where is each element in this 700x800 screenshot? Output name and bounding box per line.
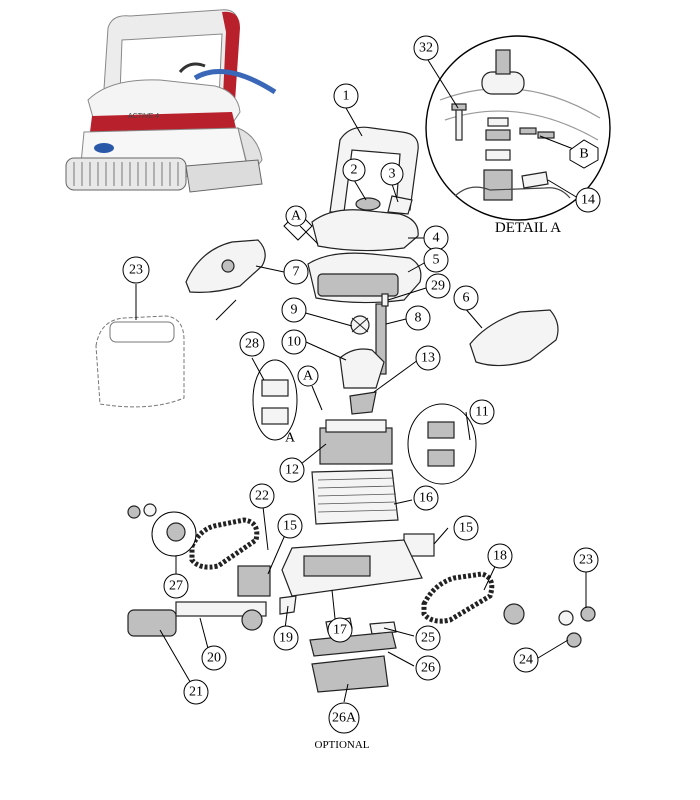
svg-text:1: 1: [343, 89, 350, 104]
svg-text:23: 23: [129, 263, 143, 278]
svg-text:4: 4: [433, 231, 440, 246]
callout-26a: 26A: [328, 702, 360, 734]
callout-20: 20: [201, 645, 227, 671]
plain-a-label: A: [285, 431, 296, 446]
a-markers: A A A: [283, 205, 323, 446]
svg-text:7: 7: [293, 265, 300, 280]
callout-25: 25: [415, 625, 441, 651]
callout-23a: 23: [122, 256, 150, 284]
callout-24: 24: [513, 647, 539, 673]
callout-11: 11: [469, 399, 495, 425]
svg-text:14: 14: [581, 193, 595, 208]
svg-text:9: 9: [291, 303, 298, 318]
svg-text:11: 11: [475, 405, 488, 420]
svg-text:8: 8: [415, 311, 422, 326]
callout-15b: 15: [453, 515, 479, 541]
svg-text:5: 5: [433, 253, 440, 268]
callout-6: 6: [453, 285, 479, 311]
callout-9: 9: [281, 297, 307, 323]
robot-product-image: ACTIVE 4: [65, 9, 277, 193]
svg-text:A: A: [303, 369, 314, 384]
callout-4: 4: [423, 225, 449, 251]
svg-text:3: 3: [389, 167, 396, 182]
callout-23b: 23: [573, 547, 599, 573]
svg-text:20: 20: [207, 651, 221, 666]
model-label: ACTIVE 4: [128, 113, 159, 120]
callout-29: 29: [425, 273, 451, 299]
callout-17: 17: [327, 617, 353, 643]
svg-text:10: 10: [287, 335, 301, 350]
callout-21: 21: [183, 679, 209, 705]
callout-8: 8: [405, 305, 431, 331]
callout-22: 22: [249, 483, 275, 509]
svg-text:15: 15: [283, 519, 297, 534]
callout-28: 28: [239, 331, 265, 357]
svg-text:22: 22: [255, 489, 269, 504]
svg-text:17: 17: [333, 623, 347, 638]
callout-12: 12: [279, 457, 305, 483]
svg-text:12: 12: [285, 463, 299, 478]
callout-19: 19: [273, 625, 299, 651]
callout-1: 1: [333, 83, 359, 109]
svg-text:21: 21: [189, 685, 203, 700]
svg-text:26A: 26A: [332, 711, 357, 726]
svg-text:13: 13: [421, 351, 435, 366]
callout-2: 2: [342, 158, 366, 182]
callout-15a: 15: [277, 513, 303, 539]
brand-badge: [94, 143, 114, 153]
svg-text:25: 25: [421, 631, 435, 646]
svg-text:19: 19: [279, 631, 293, 646]
svg-text:27: 27: [169, 579, 183, 594]
callout-14: 14: [575, 187, 601, 213]
callout-3: 3: [380, 162, 404, 186]
svg-text:15: 15: [459, 521, 473, 536]
callout-27: 27: [163, 573, 189, 599]
detail-a-view: B DETAIL A: [425, 35, 611, 236]
svg-text:26: 26: [421, 661, 435, 676]
callout-26: 26: [415, 655, 441, 681]
callout-5: 5: [423, 247, 449, 273]
svg-text:6: 6: [463, 291, 470, 306]
svg-text:2: 2: [351, 163, 358, 178]
svg-text:28: 28: [245, 337, 259, 352]
callout-16: 16: [413, 485, 439, 511]
leader-lines: [135, 107, 587, 703]
callout-a-lower: A: [297, 365, 323, 411]
svg-text:24: 24: [519, 653, 533, 668]
svg-text:29: 29: [431, 279, 445, 294]
svg-text:18: 18: [493, 549, 507, 564]
callout-10: 10: [281, 329, 307, 355]
optional-label: OPTIONAL: [315, 739, 370, 751]
svg-text:23: 23: [579, 553, 593, 568]
callout-13: 13: [415, 345, 441, 371]
detail-hex-marker: [569, 139, 599, 169]
detail-hex-label: B: [579, 147, 588, 162]
exploded-parts: [95, 126, 596, 693]
svg-text:A: A: [291, 209, 302, 224]
circle-callouts: 1 2 3 4 5 6 7 8 9 10 11 12 13 14 15 15 1…: [122, 35, 601, 734]
detail-title: DETAIL A: [495, 220, 561, 236]
callout-32: 32: [413, 35, 439, 61]
callout-7: 7: [283, 259, 309, 285]
callout-a-upper: A: [283, 205, 319, 245]
svg-text:16: 16: [419, 491, 433, 506]
callout-18: 18: [487, 543, 513, 569]
svg-text:32: 32: [419, 41, 433, 56]
